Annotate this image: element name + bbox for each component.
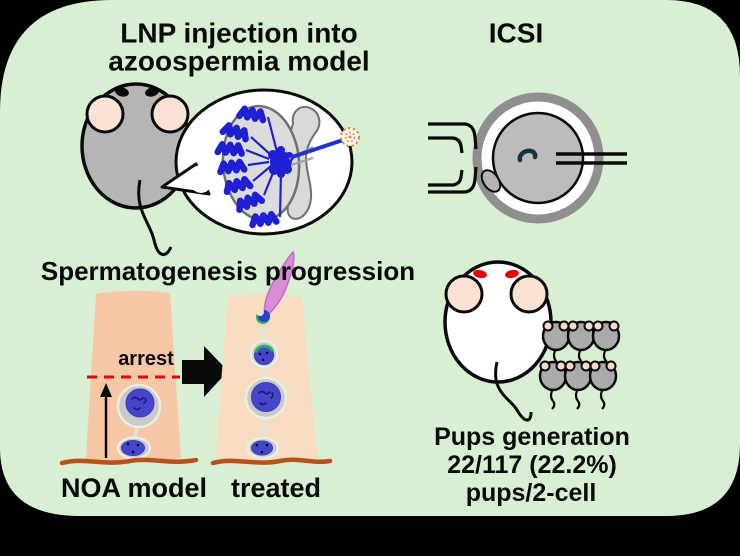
spermatogonium-cell	[116, 436, 152, 460]
pup-icon	[566, 320, 596, 370]
round-spermatid-cell	[249, 339, 279, 369]
mouse-eye-right	[145, 87, 159, 97]
pup-icon	[588, 360, 618, 410]
spermatocyte-cell	[116, 383, 162, 429]
mouse-tail	[494, 361, 533, 422]
mouse-ear-right	[150, 94, 190, 134]
noa-model-label: NOA model	[61, 473, 207, 503]
spermatogenesis-panel: arrest	[41, 250, 415, 503]
polar-body	[480, 169, 502, 193]
mouse-eye-left	[115, 87, 129, 97]
mouse-eye-right	[505, 269, 519, 279]
spermatocyte-cell	[244, 376, 288, 420]
icsi-panel: ICSI	[428, 18, 627, 224]
bubble-tail-patch	[189, 165, 213, 193]
pups-litter	[538, 320, 621, 410]
noa-tissue	[86, 290, 181, 462]
basement-membrane	[210, 457, 333, 466]
arrest-arrowhead	[100, 383, 112, 397]
progress-block-arrow-icon	[182, 346, 228, 397]
seminiferous-tubules-icon	[214, 105, 294, 229]
arrest-label: arrest	[118, 348, 174, 370]
pup-icon	[563, 360, 593, 410]
noa-tissue-column: arrest	[59, 290, 199, 466]
pup-icon	[591, 320, 621, 370]
treated-label: treated	[231, 473, 321, 503]
oocyte-cytoplasm	[491, 111, 585, 205]
basement-membrane	[59, 457, 199, 466]
spermatogonium-cell	[246, 436, 280, 460]
pups-panel: Pups generation 22/117 (22.2%) pups/2-ce…	[434, 260, 630, 507]
mouse-ear-right	[509, 274, 549, 314]
holding-pipette-icon	[428, 122, 478, 194]
pups-caption-line2: 22/117 (22.2%)	[447, 451, 617, 479]
sperm-flagellum-icon	[263, 250, 295, 320]
mouse-ear-left	[444, 274, 484, 314]
icsi-needle-icon	[556, 152, 627, 165]
spermatogenesis-title: Spermatogenesis progression	[41, 256, 415, 286]
lnp-particle-icon	[340, 127, 360, 147]
speech-bubble	[160, 88, 360, 236]
mouse-ear-left	[85, 94, 125, 134]
lnp-injection-panel: LNP injection into azoospermia model	[80, 18, 370, 256]
mother-mouse-icon	[443, 260, 553, 422]
oocyte-icon	[472, 92, 604, 224]
lnp-title-line2: azoospermia model	[108, 46, 369, 77]
treated-tissue-column	[210, 250, 333, 466]
azoospermia-mouse-icon	[80, 82, 192, 256]
lnp-title-line1: LNP injection into	[120, 18, 357, 49]
elongated-spermatid-head	[256, 308, 270, 324]
mouse-eye-left	[473, 269, 487, 279]
icsi-title: ICSI	[489, 18, 543, 49]
pups-caption-line3: pups/2-cell	[466, 479, 597, 507]
sperm-head-icon	[517, 148, 538, 163]
mouse-tail	[137, 179, 173, 256]
pups-caption-line1: Pups generation	[434, 423, 630, 451]
injection-needle-icon	[288, 137, 348, 166]
